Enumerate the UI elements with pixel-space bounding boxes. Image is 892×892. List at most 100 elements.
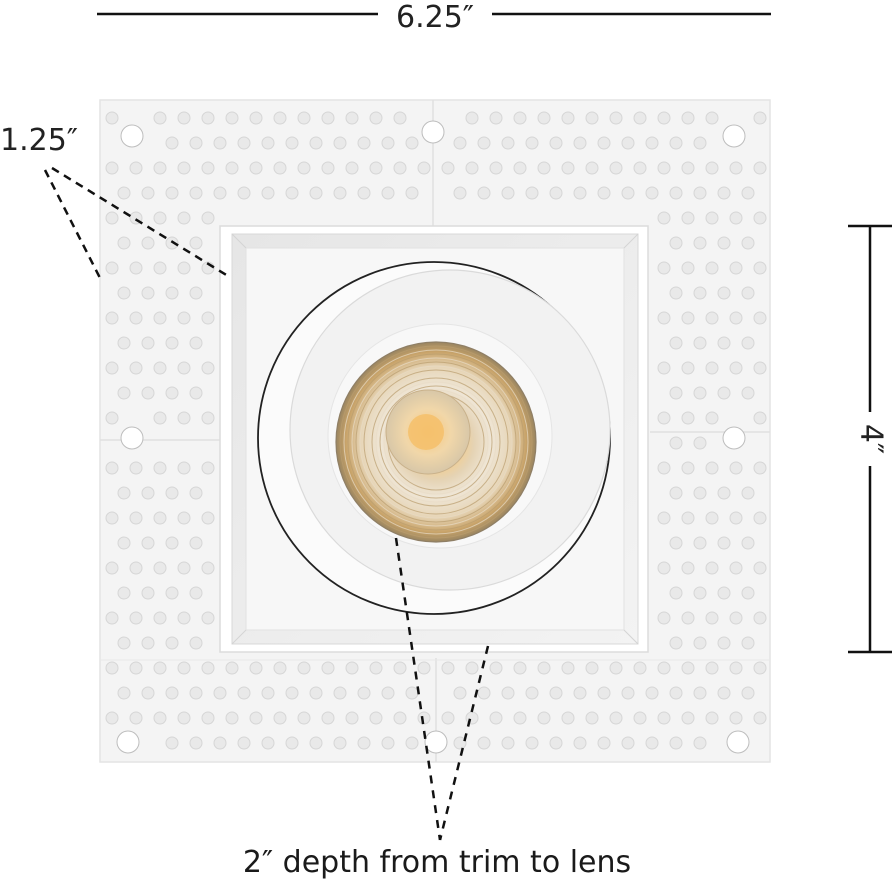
perforation-hole (345, 711, 359, 725)
perforation-hole (333, 186, 347, 200)
perforation-hole (393, 161, 407, 175)
perforation-hole (561, 161, 575, 175)
perforation-hole (117, 636, 131, 650)
depth-callout: 2″ depth from trim to lens (243, 537, 631, 880)
lens-ring (343, 349, 529, 535)
perforation-hole (753, 411, 767, 425)
perforation-hole (105, 211, 119, 225)
perforation-hole (705, 411, 719, 425)
perforation-hole (669, 286, 683, 300)
perforation-hole (201, 561, 215, 575)
perforation-hole (573, 186, 587, 200)
perforation-hole (513, 661, 527, 675)
perforation-hole (153, 511, 167, 525)
perforation-hole (105, 611, 119, 625)
perforation-hole (273, 711, 287, 725)
perforation-hole (477, 686, 491, 700)
perforation-hole (141, 386, 155, 400)
perforation-hole (285, 186, 299, 200)
mounting-hole (421, 120, 445, 144)
perforation-hole (417, 711, 431, 725)
perforation-hole (105, 661, 119, 675)
lens-ring (383, 389, 489, 495)
perforation-hole (153, 311, 167, 325)
perforation-hole (165, 686, 179, 700)
perforation-hole (657, 161, 671, 175)
perforation-hole (501, 736, 515, 750)
perforation-hole (369, 111, 383, 125)
perforation-hole (501, 186, 515, 200)
perforation-hole (537, 161, 551, 175)
perforation-hole (681, 561, 695, 575)
perforation-hole (753, 611, 767, 625)
perforation-hole (165, 136, 179, 150)
perforation-hole (741, 536, 755, 550)
perforation-hole (177, 561, 191, 575)
perforation-hole (129, 161, 143, 175)
perforation-hole (609, 711, 623, 725)
perforation-hole (333, 686, 347, 700)
perforation-hole (465, 111, 479, 125)
perforation-hole (177, 161, 191, 175)
perforation-hole (753, 311, 767, 325)
perforation-hole (741, 386, 755, 400)
perforation-hole (465, 661, 479, 675)
mounting-hole (120, 124, 144, 148)
perforation-hole (189, 236, 203, 250)
perforation-hole (153, 161, 167, 175)
perforation-hole (717, 286, 731, 300)
perforation-hole (729, 511, 743, 525)
perforation-hole (717, 586, 731, 600)
perforation-hole (657, 261, 671, 275)
perforation-hole (357, 686, 371, 700)
perforation-hole (225, 161, 239, 175)
led-lens (335, 341, 537, 543)
perforation-hole (537, 111, 551, 125)
perforation-hole (633, 661, 647, 675)
mounting-hole (722, 426, 746, 450)
perforation-hole (225, 711, 239, 725)
perforation-hole (153, 211, 167, 225)
perforation-hole (189, 286, 203, 300)
height-dimension-label: 4″ (854, 424, 889, 454)
perforation-hole (693, 436, 707, 450)
perforation-hole (609, 661, 623, 675)
perforation-hole (141, 336, 155, 350)
perforation-hole (705, 511, 719, 525)
perforation-hole (105, 711, 119, 725)
perforation-hole (657, 611, 671, 625)
perforation-hole (345, 161, 359, 175)
perforation-hole (525, 686, 539, 700)
perforation-hole (237, 136, 251, 150)
perforation-hole (717, 386, 731, 400)
lens-ring (359, 365, 513, 519)
perforation-hole (573, 136, 587, 150)
perforation-hole (729, 611, 743, 625)
perforation-hole (741, 336, 755, 350)
perforation-hole (549, 136, 563, 150)
perforation-hole (645, 136, 659, 150)
perforation-hole (357, 186, 371, 200)
perforation-hole (573, 736, 587, 750)
perforation-hole (153, 361, 167, 375)
perforation-hole (669, 336, 683, 350)
mounting-holes (116, 120, 750, 754)
perforation-hole (105, 311, 119, 325)
perforation-hole (177, 611, 191, 625)
perforation-hole (117, 586, 131, 600)
perforation-hole (597, 136, 611, 150)
perforation-hole (129, 661, 143, 675)
perforation-hole (753, 561, 767, 575)
perforation-hole (189, 136, 203, 150)
perforation-hole (753, 161, 767, 175)
perforation-hole (741, 636, 755, 650)
lens-ring (339, 345, 533, 539)
perforation-hole (141, 286, 155, 300)
perforation-hole (657, 561, 671, 575)
perforation-hole (129, 461, 143, 475)
perforation-hole (681, 361, 695, 375)
perforation-hole (681, 711, 695, 725)
perforation-hole (333, 136, 347, 150)
perforation-hole (141, 486, 155, 500)
perforation-hole (753, 111, 767, 125)
